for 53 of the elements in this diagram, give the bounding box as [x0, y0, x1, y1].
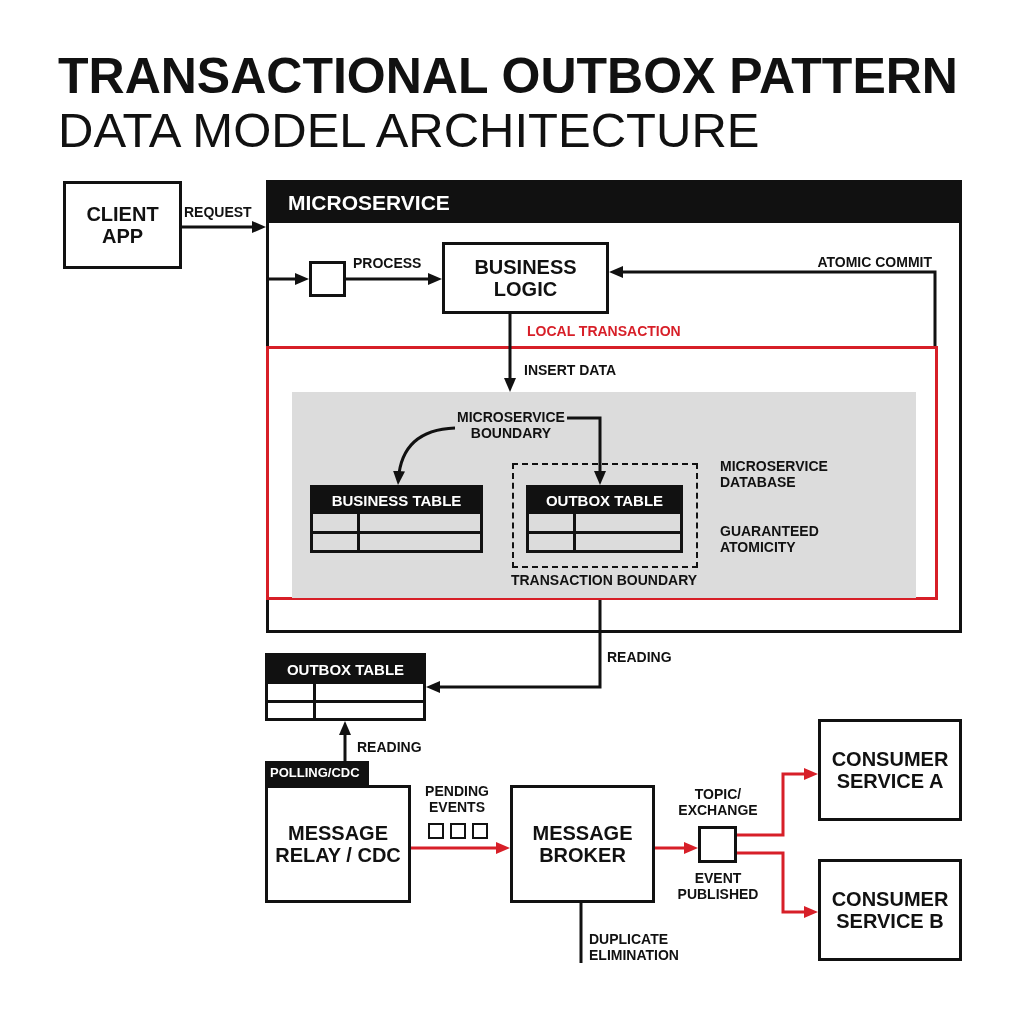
node-label: MESSAGE BROKER: [531, 821, 634, 867]
database-table: [526, 485, 683, 553]
edge-label: PENDING EVENTS: [425, 783, 489, 815]
panel-note: MICROSERVICE DATABASE: [720, 458, 828, 490]
logic-box: [442, 242, 609, 314]
consumer-box: [818, 859, 962, 961]
arrow: [655, 842, 698, 854]
title: TRANSACTIONAL OUTBOX PATTERN: [58, 47, 958, 105]
arrow: [182, 221, 266, 233]
database-table: [310, 485, 483, 553]
arrow: [609, 266, 937, 346]
node-label: TOPIC/ EXCHANGE: [678, 786, 758, 818]
boundary-label: MICROSERVICE BOUNDARY: [455, 409, 567, 441]
edge-label: READING: [607, 649, 672, 665]
arrow: [339, 721, 351, 761]
arrow: [346, 273, 442, 285]
database-panel: [292, 392, 916, 598]
arrow: [737, 851, 818, 918]
connector-line: [579, 903, 583, 963]
frame-title: LOCAL TRANSACTION: [527, 323, 681, 339]
client-box: [63, 181, 182, 269]
tab-label: POLLING/CDC: [270, 766, 360, 781]
table-title: OUTBOX TABLE: [545, 492, 664, 510]
arrow: [393, 426, 456, 485]
panel-note: GUARANTEED ATOMICITY: [720, 523, 819, 555]
arrow: [266, 273, 309, 285]
table-title: OUTBOX TABLE: [286, 661, 405, 679]
arrow: [567, 416, 606, 485]
container-title: MICROSERVICE: [288, 190, 450, 216]
edge-label: REQUEST: [184, 204, 252, 220]
node-label: MESSAGE RELAY / CDC: [274, 821, 402, 867]
edge-label: DUPLICATE ELIMINATION: [589, 931, 679, 963]
frame-title: TRANSACTION BOUNDARY: [509, 572, 699, 588]
arrow: [426, 600, 602, 693]
node-label: BUSINESS LOGIC: [473, 255, 578, 301]
step-box: [309, 261, 346, 297]
node-label: CLIENT APP: [85, 202, 160, 248]
broker-box: [510, 785, 655, 903]
beside-label: EVENT PUBLISHED: [677, 870, 759, 902]
edge-label: INSERT DATA: [524, 362, 617, 378]
consumer-box: [818, 719, 962, 821]
node-label: CONSUMER SERVICE B: [830, 887, 950, 933]
arrow: [411, 842, 510, 854]
edge-label: READING: [357, 739, 422, 755]
subtitle: DATA MODEL ARCHITECTURE: [58, 104, 760, 158]
edge-label: ATOMIC COMMIT: [817, 254, 932, 270]
arrow: [737, 768, 818, 837]
service-container: [266, 180, 962, 633]
node-label: CONSUMER SERVICE A: [830, 747, 950, 793]
arrow: [504, 314, 516, 392]
edge-label: PROCESS: [353, 255, 422, 271]
database-table: [265, 653, 426, 721]
table-title: BUSINESS TABLE: [331, 492, 462, 510]
